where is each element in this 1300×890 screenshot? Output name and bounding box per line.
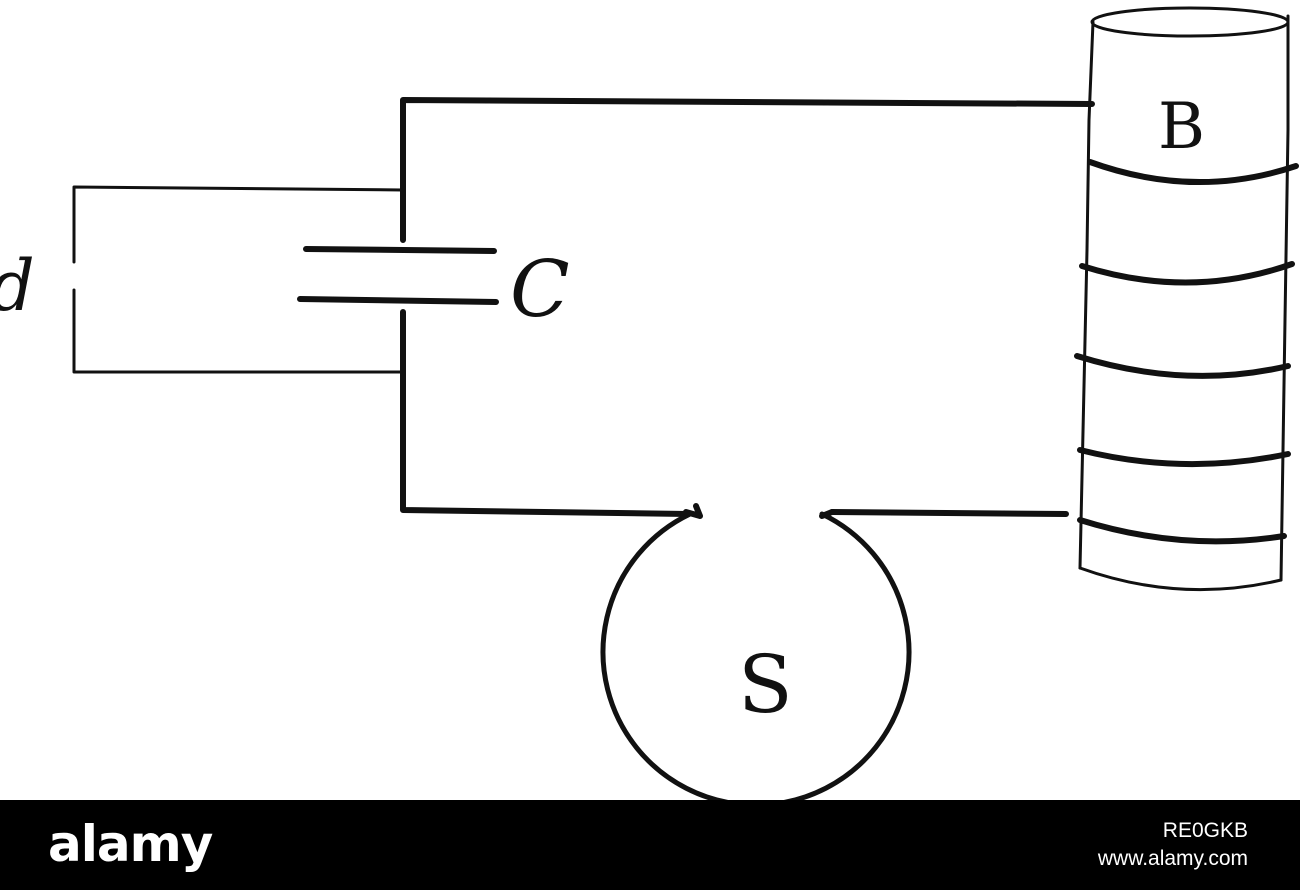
coil-right-edge — [1279, 14, 1290, 582]
top-wire — [400, 97, 1095, 243]
condenser-upper-plate — [303, 246, 497, 254]
coil-left-edge — [1078, 20, 1095, 570]
induction-coil — [1074, 6, 1299, 592]
coil-winding-2 — [1079, 261, 1295, 286]
circuit-svg: B C d S — [0, 6, 1299, 800]
site-url-text: www.alamy.com — [1097, 847, 1248, 870]
label-switch: S — [738, 638, 793, 731]
label-condenser: C — [510, 245, 570, 335]
circuit-diagram: B C d S — [0, 6, 1299, 800]
label-battery: B — [1158, 90, 1205, 164]
coil-bottom-edge — [1078, 566, 1283, 592]
coil-top-ellipse — [1090, 6, 1290, 38]
switch-left-contact — [683, 503, 703, 519]
switch-ring — [600, 511, 912, 800]
lower-left-wire — [400, 309, 691, 517]
coil-winding-5 — [1077, 517, 1287, 545]
watermark-banner: alamy RE0GKB www.alamy.com — [0, 800, 1300, 890]
switch-to-coil-wire — [829, 509, 1069, 517]
coil-winding-4 — [1077, 447, 1291, 468]
coil-winding-3 — [1074, 353, 1291, 379]
spark-gap-lower-wire — [72, 320, 405, 374]
alamy-logo: alamy — [48, 815, 213, 873]
spark-gap-upper-wire — [72, 185, 405, 234]
coil-winding-1 — [1087, 159, 1299, 186]
condenser-lower-plate — [297, 296, 499, 305]
label-spark-gap: d — [0, 245, 35, 327]
image-id-text: RE0GKB — [1162, 819, 1248, 842]
